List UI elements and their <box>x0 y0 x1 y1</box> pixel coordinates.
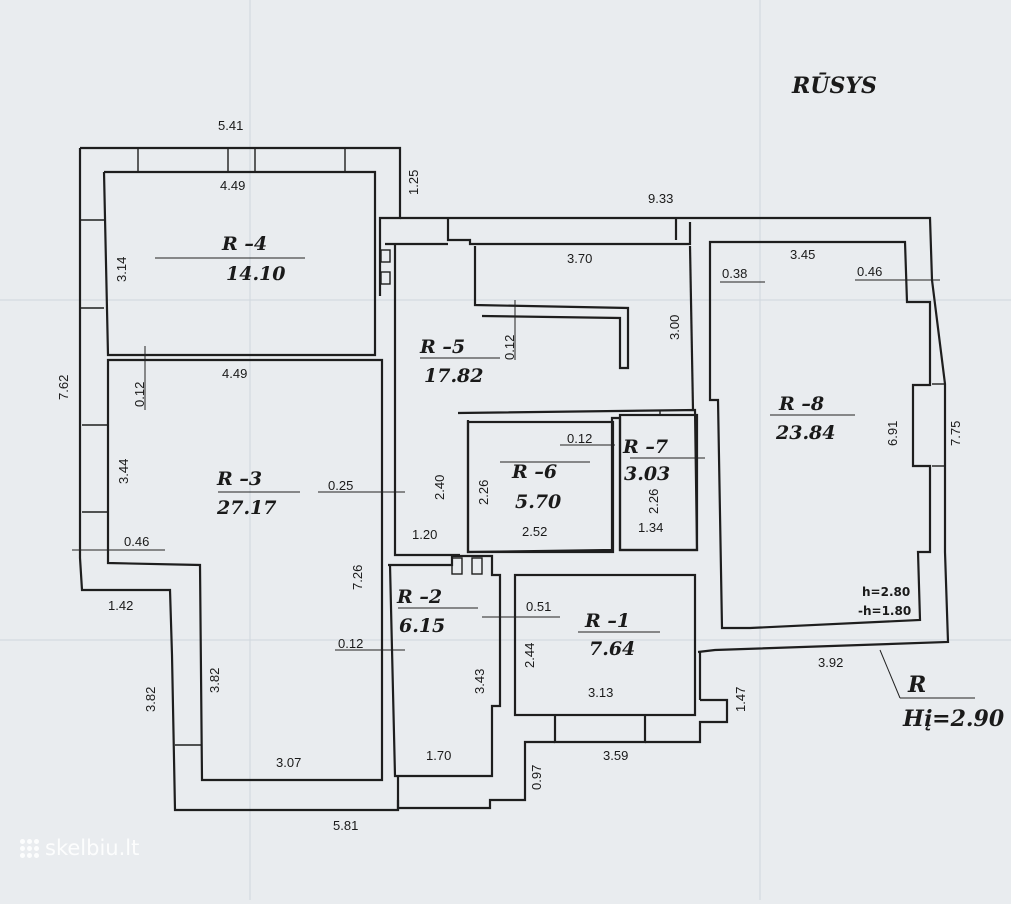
dim-1-42: 1.42 <box>108 598 133 613</box>
dim-9-33: 9.33 <box>648 191 673 206</box>
room8-height-1: h=2.80 <box>862 585 910 599</box>
dim-1-25: 1.25 <box>406 170 421 195</box>
room-label-r5: R –5 <box>419 336 465 358</box>
room-label-r7: R –7 <box>622 436 668 458</box>
room-label-r2: R –2 <box>396 586 442 608</box>
dim-6-91: 6.91 <box>885 421 900 446</box>
dim-2-26-r6: 2.26 <box>476 480 491 505</box>
room-label-r4: R –4 <box>221 233 267 255</box>
dim-0-25: 0.25 <box>328 478 353 493</box>
room-area-r2: 6.15 <box>399 615 445 637</box>
room-label-r6: R –6 <box>511 461 557 483</box>
dim-3-59: 3.59 <box>603 748 628 763</box>
room-label-r1: R –1 <box>584 610 630 632</box>
room-area-r1: 7.64 <box>589 638 635 660</box>
plan-title: RŪSYS <box>791 72 877 99</box>
level-mark: R <box>907 672 926 698</box>
dim-7-75: 7.75 <box>948 421 963 446</box>
dim-3-07: 3.07 <box>276 755 301 770</box>
dim-1-70: 1.70 <box>426 748 451 763</box>
dim-0-46-left: 0.46 <box>124 534 149 549</box>
dim-0-12-r4: 0.12 <box>132 382 147 407</box>
dim-7-26: 7.26 <box>350 565 365 590</box>
dim-2-26-r7: 2.26 <box>646 489 661 514</box>
room-area-r4: 14.10 <box>226 263 286 285</box>
dim-2-44: 2.44 <box>522 643 537 668</box>
dim-3-70: 3.70 <box>567 251 592 266</box>
dim-1-47: 1.47 <box>733 687 748 712</box>
dim-1-20: 1.20 <box>412 527 437 542</box>
dim-0-38: 0.38 <box>722 266 747 281</box>
dim-4-49-top: 4.49 <box>220 178 245 193</box>
dim-3-14: 3.14 <box>114 257 129 282</box>
dim-3-92: 3.92 <box>818 655 843 670</box>
room-area-r6: 5.70 <box>515 491 561 513</box>
watermark-text: skelbiu.lt <box>45 836 140 860</box>
room8-height-2: -h=1.80 <box>858 604 911 618</box>
dim-3-43: 3.43 <box>472 669 487 694</box>
room-area-r8: 23.84 <box>775 422 836 444</box>
room-area-r7: 3.03 <box>624 463 670 485</box>
dim-3-00: 3.00 <box>667 315 682 340</box>
dim-0-12-r6: 0.12 <box>567 431 592 446</box>
dim-3-82-inner: 3.82 <box>207 668 222 693</box>
room-label-r3: R –3 <box>216 468 262 490</box>
walls <box>78 146 950 812</box>
dim-0-12-r5: 0.12 <box>502 335 517 360</box>
dim-0-12-r3: 0.12 <box>338 636 363 651</box>
dim-3-13: 3.13 <box>588 685 613 700</box>
watermark-dots-icon <box>20 838 39 858</box>
dimension-lines <box>72 257 975 699</box>
dim-3-82-outer: 3.82 <box>143 687 158 712</box>
room-area-r3: 27.17 <box>216 497 277 519</box>
watermark: skelbiu.lt <box>20 836 139 860</box>
dim-5-81: 5.81 <box>333 818 358 833</box>
room-label-r8: R –8 <box>778 393 824 415</box>
dim-0-97: 0.97 <box>529 765 544 790</box>
dim-4-49-mid: 4.49 <box>222 366 247 381</box>
dim-2-40: 2.40 <box>432 475 447 500</box>
dim-7-62: 7.62 <box>56 375 71 400</box>
dim-3-45: 3.45 <box>790 247 815 262</box>
dim-2-52: 2.52 <box>522 524 547 539</box>
height-note: Hį=2.90 <box>902 706 1005 732</box>
dim-0-51: 0.51 <box>526 599 551 614</box>
dim-5-41: 5.41 <box>218 118 243 133</box>
dim-3-44: 3.44 <box>116 459 131 484</box>
dim-1-34: 1.34 <box>638 520 663 535</box>
dim-0-46-right: 0.46 <box>857 264 882 279</box>
room-area-r5: 17.82 <box>424 365 484 387</box>
